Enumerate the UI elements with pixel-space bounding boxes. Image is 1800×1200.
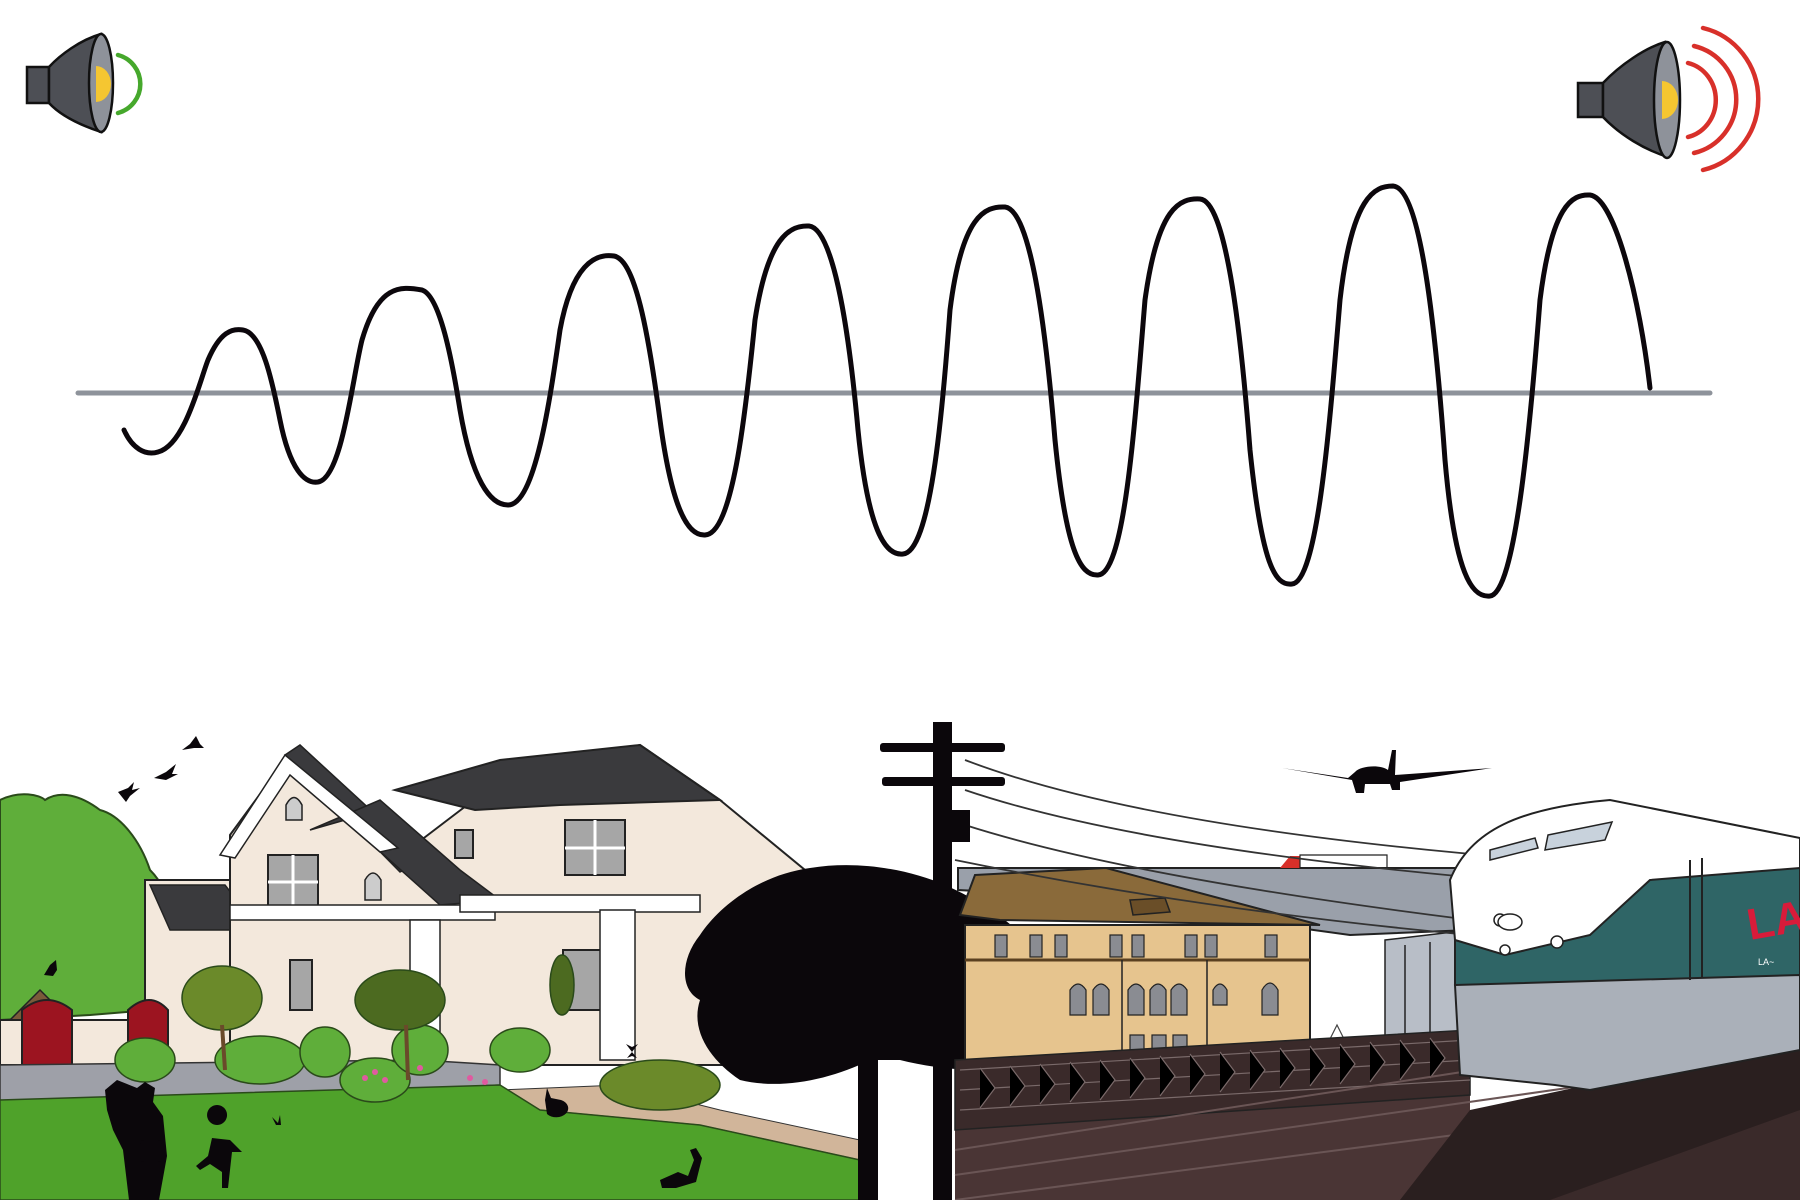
loud-sound-arc-3 bbox=[1700, 25, 1761, 173]
perched-bird-icon bbox=[44, 960, 57, 976]
shrub bbox=[299, 1026, 351, 1078]
train-logo: LA bbox=[1743, 891, 1800, 949]
butterfly-icon bbox=[626, 1044, 638, 1058]
attic-vent bbox=[285, 796, 303, 821]
window bbox=[454, 829, 474, 859]
environment-scene: LA LA~ bbox=[0, 722, 1800, 1200]
loud-speaker-icon bbox=[1576, 25, 1761, 173]
overpass-truck bbox=[1280, 856, 1300, 868]
small-tree-crown bbox=[549, 954, 575, 1016]
shrub bbox=[114, 1037, 176, 1083]
window bbox=[289, 959, 313, 1011]
loud-sound-arc-2 bbox=[1691, 43, 1739, 156]
locomotive: LA LA~ bbox=[1448, 798, 1800, 1092]
butterfly-icon bbox=[272, 1115, 281, 1125]
quiet-sound-arc bbox=[115, 52, 143, 116]
railway-tracks bbox=[954, 1019, 1800, 1200]
quiet-speaker-icon bbox=[25, 32, 143, 134]
loud-sound-arc-1 bbox=[1685, 60, 1719, 140]
squirrel-silhouette bbox=[660, 1148, 702, 1188]
station-building bbox=[958, 866, 1350, 1071]
airplane-icon bbox=[1282, 750, 1492, 793]
small-tree-crown bbox=[181, 965, 263, 1031]
photographer-silhouette bbox=[105, 1080, 167, 1200]
shrub bbox=[489, 1027, 551, 1073]
attic-vent bbox=[364, 872, 382, 901]
shrub bbox=[214, 1035, 306, 1085]
train-small-text: LA~ bbox=[1758, 957, 1774, 967]
running-child-silhouette bbox=[196, 1105, 242, 1188]
garage-door-left bbox=[21, 999, 73, 1066]
rabbit-silhouette bbox=[545, 1088, 569, 1118]
shrub bbox=[339, 1057, 411, 1103]
sound-waveform bbox=[121, 183, 1653, 599]
shrub bbox=[599, 1059, 721, 1111]
small-tree-crown bbox=[354, 969, 446, 1031]
birds-icon bbox=[118, 736, 204, 802]
